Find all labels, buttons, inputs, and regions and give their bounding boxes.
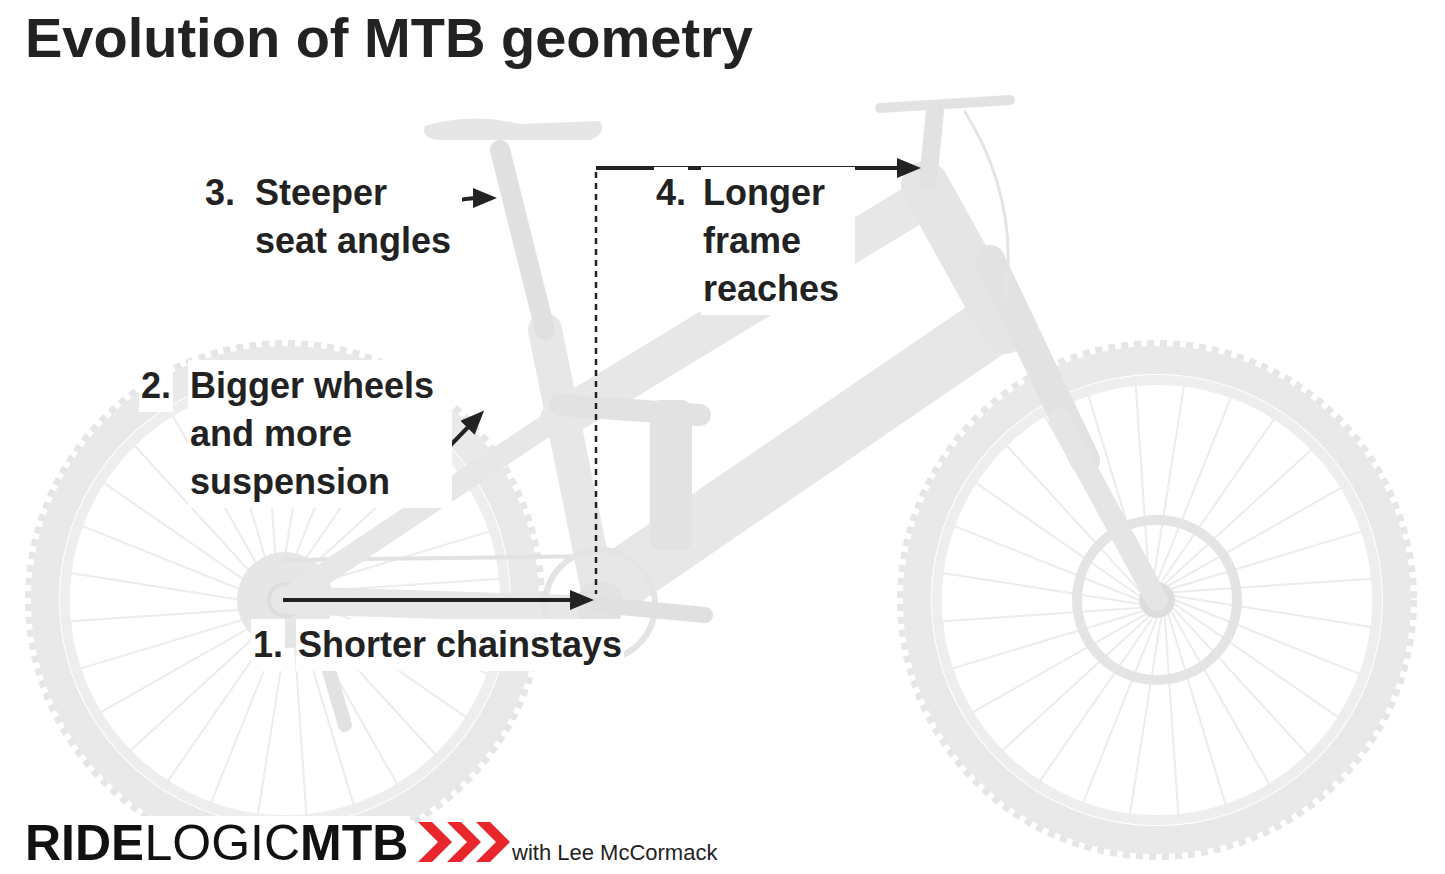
callout-label: Bigger wheels and more suspension: [190, 362, 450, 506]
wheel-spoke: [1165, 616, 1178, 815]
byline: with Lee McCormack: [512, 840, 717, 865]
diagram-title: Evolution of MTB geometry: [25, 6, 753, 70]
callout-number: 1.: [253, 621, 283, 669]
wheel-spoke: [1171, 531, 1362, 588]
dimension-line: [595, 172, 598, 594]
callout-label: Steeper seat angles: [255, 169, 460, 265]
wheel-spoke: [211, 618, 285, 803]
front-wheel: [901, 344, 1413, 856]
callout-label: Longer frame reaches: [703, 169, 853, 313]
wheel-spoke: [1173, 579, 1372, 592]
wheel-spoke: [1175, 596, 1372, 627]
callout-label: Shorter chainstays: [298, 621, 622, 669]
callout-number: 3.: [205, 169, 235, 217]
wheel-spoke: [1168, 488, 1341, 586]
logo-text: RIDE: [25, 818, 144, 868]
logo-text: MTB: [300, 818, 408, 868]
wheel-spoke: [942, 608, 1141, 621]
callout-number: 2.: [141, 362, 171, 410]
logo-chevrons: [418, 822, 510, 862]
wheel-spoke: [1171, 611, 1269, 784]
leader-arrow: [283, 598, 578, 602]
wheel-spoke: [973, 614, 1146, 712]
wheel-spoke: [952, 611, 1143, 668]
logo-text: LOGIC: [144, 818, 300, 868]
callout-number: 4.: [656, 169, 686, 217]
wheel-spoke: [1168, 614, 1225, 805]
